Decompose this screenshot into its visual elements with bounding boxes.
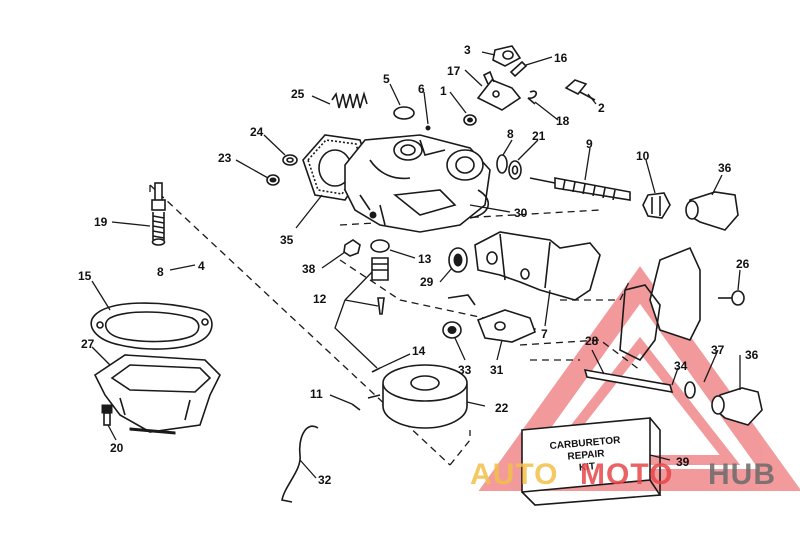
part-28-shaft [583, 368, 674, 394]
callout-33: 33 [458, 363, 472, 377]
part-13-oring [370, 239, 390, 253]
callout-8b: 8 [157, 265, 164, 279]
callout-16: 16 [554, 51, 568, 65]
part-32-wire [281, 425, 319, 503]
callout-30: 30 [514, 206, 528, 220]
callout-36a: 36 [718, 161, 732, 175]
watermark-text-auto: AUTO [470, 458, 558, 491]
callout-34: 34 [674, 359, 688, 373]
callout-13: 13 [418, 252, 432, 266]
part-33-fitting [442, 321, 462, 339]
part-25-spring [331, 91, 368, 109]
part-26-screw [718, 290, 745, 306]
part-31-lever [447, 294, 537, 343]
carburetor-body [344, 134, 491, 233]
side-plate [619, 246, 701, 362]
callout-27: 27 [81, 337, 95, 351]
watermark-text-hub: HUB [708, 458, 776, 491]
top-linkage-parts [463, 45, 596, 126]
callout-39: 39 [676, 455, 690, 469]
callout-17: 17 [447, 64, 461, 78]
callout-10: 10 [636, 149, 650, 163]
part-37-washer [684, 381, 696, 399]
callout-26: 26 [736, 257, 750, 271]
callout-9: 9 [586, 137, 593, 151]
callout-23: 23 [218, 151, 232, 165]
leader-lines [91, 51, 741, 479]
part-27-float-bowl [93, 354, 221, 435]
part-19-stud [151, 182, 166, 246]
part-10-nut [642, 192, 671, 219]
callout-37: 37 [711, 343, 725, 357]
callout-11: 11 [310, 387, 323, 401]
callout-7: 7 [541, 327, 548, 341]
callout-31: 31 [490, 363, 504, 377]
callout-8a: 8 [507, 127, 514, 141]
part-22-float [367, 364, 468, 429]
part-36-knob-upper [685, 191, 739, 231]
callout-38: 38 [302, 262, 316, 276]
part-9-needle [529, 177, 631, 201]
callout-5: 5 [383, 72, 390, 86]
part-11-pin [351, 403, 361, 411]
callout-35: 35 [280, 233, 294, 247]
callout-labels: 1 2 3 4 5 6 7 8 8 9 10 11 12 13 14 15 16… [78, 43, 759, 487]
callout-6: 6 [418, 82, 425, 96]
callout-21: 21 [532, 129, 546, 143]
callout-4: 4 [198, 259, 205, 273]
callout-20: 20 [110, 441, 124, 455]
callout-22: 22 [495, 401, 509, 415]
callout-25: 25 [291, 87, 305, 101]
part-15-gasket [90, 302, 213, 350]
part-12-jet [371, 257, 389, 315]
part-14-pin [371, 367, 381, 373]
part-38-nut [343, 239, 361, 257]
part-5-6-plug [393, 106, 431, 131]
callout-32: 32 [318, 473, 332, 487]
callout-15: 15 [78, 269, 92, 283]
callout-19: 19 [94, 215, 108, 229]
callout-3: 3 [464, 43, 471, 57]
callout-28: 28 [585, 334, 599, 348]
callout-14: 14 [412, 344, 426, 358]
callout-24: 24 [250, 125, 264, 139]
part-29-grommet [448, 247, 468, 273]
callout-36b: 36 [745, 348, 759, 362]
part-36-knob-lower [711, 387, 763, 426]
callout-2: 2 [598, 101, 605, 115]
part-20-screw [101, 404, 113, 426]
part-39-kit-box [521, 417, 662, 506]
callout-1: 1 [440, 84, 447, 98]
part-7-bracket [474, 231, 601, 301]
kit-label-line3: KIT [579, 461, 596, 473]
kit-box-label: CARBURETOR REPAIR KIT [549, 435, 621, 474]
callout-29: 29 [420, 275, 434, 289]
callout-18: 18 [556, 114, 570, 128]
needle-valve-assembly [496, 154, 671, 219]
callout-12: 12 [313, 292, 327, 306]
kit-label-line2: REPAIR [567, 448, 606, 462]
watermark-logo: AUTO MOTO HUB [470, 458, 776, 491]
watermark-text-moto: MOTO [580, 458, 673, 491]
part-23-24-washers [266, 154, 298, 186]
